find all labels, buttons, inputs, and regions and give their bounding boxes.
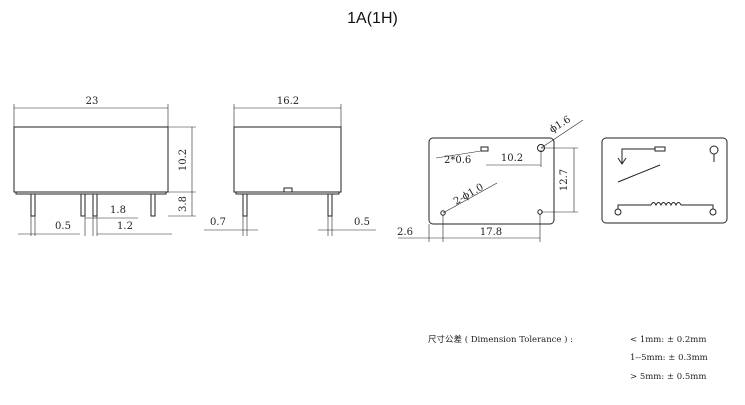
front-view: 23 10.2 3.8 0.5 1.8 1.2 [13, 96, 196, 236]
pcb-hole-large-label: ϕ1.6 [548, 114, 573, 135]
relay-body-front [13, 126, 169, 193]
side-width-label: 16.2 [277, 96, 299, 107]
front-width-label: 23 [86, 96, 99, 107]
pcb-outline [428, 137, 555, 225]
schematic-outline [601, 137, 728, 224]
relay-base-side [235, 192, 340, 195]
front-height-label: 10.2 [178, 149, 189, 171]
front-pin-height-label: 3.8 [178, 196, 189, 212]
schematic-view [601, 137, 728, 224]
pcb-width-label: 17.8 [480, 227, 502, 238]
pcb-slot [480, 146, 489, 152]
front-pin-width-label: 0.5 [55, 221, 71, 232]
switch-arm [617, 164, 661, 183]
contact-arrow [617, 157, 627, 165]
relay-base-front [15, 192, 167, 195]
tolerance-row-2: 1--5mm: ± 0.3mm [630, 353, 708, 363]
coil-winding [650, 202, 682, 207]
front-pin-4 [150, 193, 156, 217]
pcb-offset-label: 2.6 [397, 227, 413, 238]
contact-wire [621, 148, 655, 163]
side-pin-right [327, 193, 333, 217]
coil-terminal-right [709, 208, 717, 216]
front-pin-3 [92, 193, 98, 217]
side-notch [283, 187, 293, 192]
pcb-height-label: 12.7 [559, 169, 570, 191]
front-pin-2 [80, 193, 86, 217]
pcb-hole-pin-label: 2-ϕ1.0 [452, 182, 486, 208]
side-pin-right-label: 0.5 [354, 217, 370, 228]
diagram-title: 1A(1H) [347, 10, 398, 27]
coil-terminal-left [614, 208, 622, 216]
tolerance-row-1: < 1mm: ± 0.2mm [630, 335, 706, 345]
front-pin-spacing-label: 1.8 [110, 205, 126, 216]
tolerance-row-3: > 5mm: ± 0.5mm [630, 372, 706, 382]
front-pin-spacing2-label: 1.2 [117, 221, 133, 232]
front-pin-1 [30, 193, 36, 217]
pcb-spacing-label: 10.2 [501, 153, 523, 164]
side-view: 16.2 0.7 0.5 [204, 96, 376, 236]
coil-wire-right [681, 204, 714, 209]
side-pin-left-label: 0.7 [210, 217, 226, 228]
relay-body-side [233, 126, 342, 193]
switch-terminal-circle [709, 145, 719, 155]
tolerance-heading: 尺寸公差 ( Dimension Tolerance ) : [428, 334, 573, 345]
pcb-view: 2*0.6 ϕ1.6 10.2 2-ϕ1.0 12.7 2.6 17.8 [397, 114, 584, 242]
side-pin-left [242, 193, 248, 217]
pcb-hole-small-label: 2*0.6 [444, 155, 471, 166]
tolerance-table: 尺寸公差 ( Dimension Tolerance ) : < 1mm: ± … [428, 334, 708, 382]
contact-terminal [654, 146, 666, 152]
coil-wire-left [617, 204, 651, 209]
